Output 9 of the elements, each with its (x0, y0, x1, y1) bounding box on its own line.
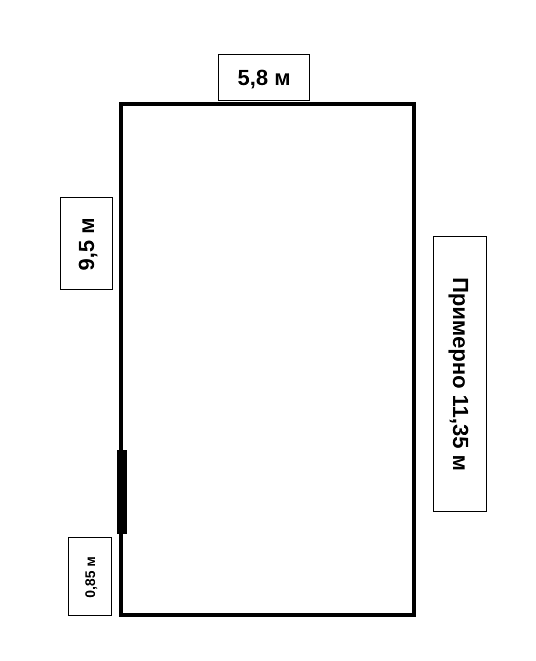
dimension-box (60, 197, 113, 290)
dimension-box (218, 54, 310, 101)
dimension-label: 5,8 м (238, 64, 290, 90)
dimension-label: 9,5 м (74, 217, 100, 270)
dimension-label: 0,85 м (82, 556, 98, 598)
dimension-label: Примерно 11,35 м (447, 277, 473, 471)
dimension-box (68, 537, 112, 616)
room-outline (119, 102, 416, 617)
dimension-box (433, 236, 487, 512)
